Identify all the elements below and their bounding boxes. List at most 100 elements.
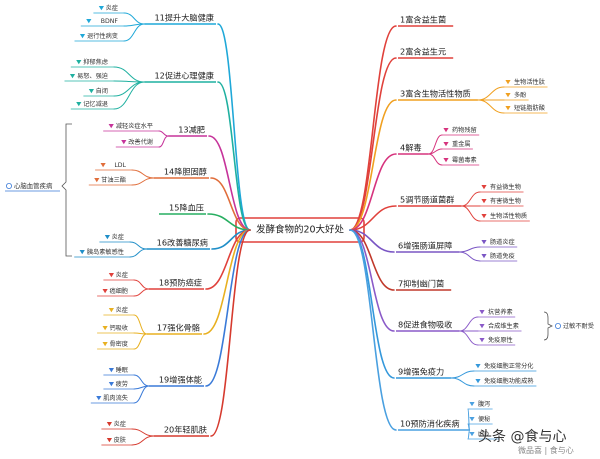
down-triangle-arrow-icon [88,89,94,94]
branch-line-right-sub [458,246,481,253]
topic-1: 1富含益生菌 [400,15,446,25]
subtopic: 炎症 [116,271,128,279]
down-triangle-arrow-icon [479,310,485,315]
down-triangle-arrow-icon [106,438,112,443]
branch-line-right [349,57,397,231]
topic-left-7: 17强化骨骼 [157,323,200,333]
branch-line-left-sub [133,374,150,387]
branch-line-right-sub [477,99,505,114]
branch-line-right [349,229,397,431]
subtopic: 霉菌毒素 [452,156,477,164]
subtopic: 多酚 [514,91,527,99]
branch-line-left-sub [133,288,150,297]
branch-line-left-sub [113,81,145,110]
branch-line-right [349,229,395,379]
subtopic: 药物残留 [452,126,477,134]
topic-left-1: 12促进心理健康 [154,71,214,81]
down-triangle-arrow-icon [469,402,475,407]
subtopic: 骨密度 [109,340,128,348]
subtopic: 炎症 [112,233,124,241]
down-triangle-arrow-icon [108,368,114,373]
branch-line-left [208,135,251,231]
branch-line-left [210,177,251,231]
branch-line-left-sub [133,333,148,350]
down-triangle-arrow-icon [479,338,485,343]
branch-line-left-sub [131,177,155,186]
branch-line-right [349,229,395,291]
central-topic-box [235,217,365,243]
watermark: 头条 @食与心 微品喜 | 食与心 [478,426,598,458]
subtopic: 合成维生素 [488,322,519,330]
topic-left-2: 13减肥 [178,125,205,135]
branch-line-right [349,153,397,231]
watermark-main: 头条 @食与心 [478,429,567,445]
topic-10: 10预防消化疾病 [400,419,460,429]
down-triangle-arrow-icon [481,254,487,259]
branch-line-right-sub [477,86,505,101]
subtopic: 癌细胞 [109,287,128,295]
branch-line-left [217,23,251,231]
subtopic: 生物活性物质 [490,212,527,220]
topic-9: 9增强免疫力 [398,367,444,377]
down-triangle-arrow-icon [76,60,82,65]
branch-line-right-sub [450,377,475,387]
down-triangle-arrow-icon [104,235,110,240]
branch-line-left-sub [131,428,155,437]
branch-line-left [203,229,251,335]
branch-line-right-sub [460,205,481,222]
subtopic: 胰岛素敏感性 [87,248,124,256]
subtopic: 免疫原性 [488,336,513,344]
branch-line-right-sub [460,191,481,207]
topic-5: 5调节肠道菌群 [400,195,454,205]
aside-label: 过敏不耐受 [563,322,594,330]
subtopic: 有害微生物 [490,197,521,205]
topic-3: 3富含生物活性物质 [400,89,471,99]
subtopic: 易怒、强迫 [77,72,109,80]
subtopic: 退行性病变 [87,32,118,40]
subtopic: 钙吸收 [109,324,128,332]
branch-line-left-sub [129,248,148,258]
topic-2: 2富含益生元 [400,47,446,57]
branch-line-right-sub [458,330,479,346]
info-icon [6,182,12,189]
branch-line-left-sub [123,23,145,42]
subtopic: 免疫细胞正常分化 [484,362,534,370]
down-triangle-arrow-icon [100,163,106,168]
subtopic: 肌肉流失 [103,394,128,402]
branch-line-right-sub [428,153,443,166]
topic-left-5: 16改善糖尿病 [157,238,208,248]
subtopic: 抑郁焦虑 [83,58,108,66]
down-triangle-arrow-icon [86,19,92,24]
down-triangle-arrow-icon [106,422,112,427]
down-triangle-arrow-icon [79,34,86,39]
down-triangle-arrow-icon [505,93,511,98]
branch-line-right-sub [458,316,479,332]
down-triangle-arrow-icon [108,273,114,278]
branch-line-right [349,99,397,231]
subtopic: 肠道炎症 [490,238,515,246]
subtopic: 自闭 [96,87,108,95]
branch-line-left-sub [158,130,169,137]
central-topic: 发酵食物的20大好处 [256,224,345,236]
branch-line-left-sub [158,135,169,148]
topic-6: 6增强肠道屏障 [398,241,452,251]
down-triangle-arrow-icon [481,240,487,245]
subtopic: IBD [478,431,489,438]
subtopic: 减轻炎症水平 [116,122,153,130]
subtopic: 肠道免疫 [490,252,515,260]
subtopic: 甘油三酯 [101,176,126,184]
subtopic: 改善代谢 [128,138,153,146]
down-triangle-arrow-icon [481,214,487,219]
topic-7: 7抑制幽门菌 [398,279,444,289]
group-brace-left [61,123,72,257]
watermark-sub: 微品喜 | 食与心 [518,446,574,455]
down-triangle-arrow-icon [69,74,76,79]
branch-line-left-sub [131,169,155,179]
branch-line-left-sub [123,12,145,25]
down-triangle-arrow-icon [98,6,104,11]
branch-line-left-sub [113,81,145,97]
down-triangle-arrow-icon [475,364,481,369]
down-triangle-arrow-icon [102,289,108,294]
subtopic: 炎症 [116,306,128,314]
